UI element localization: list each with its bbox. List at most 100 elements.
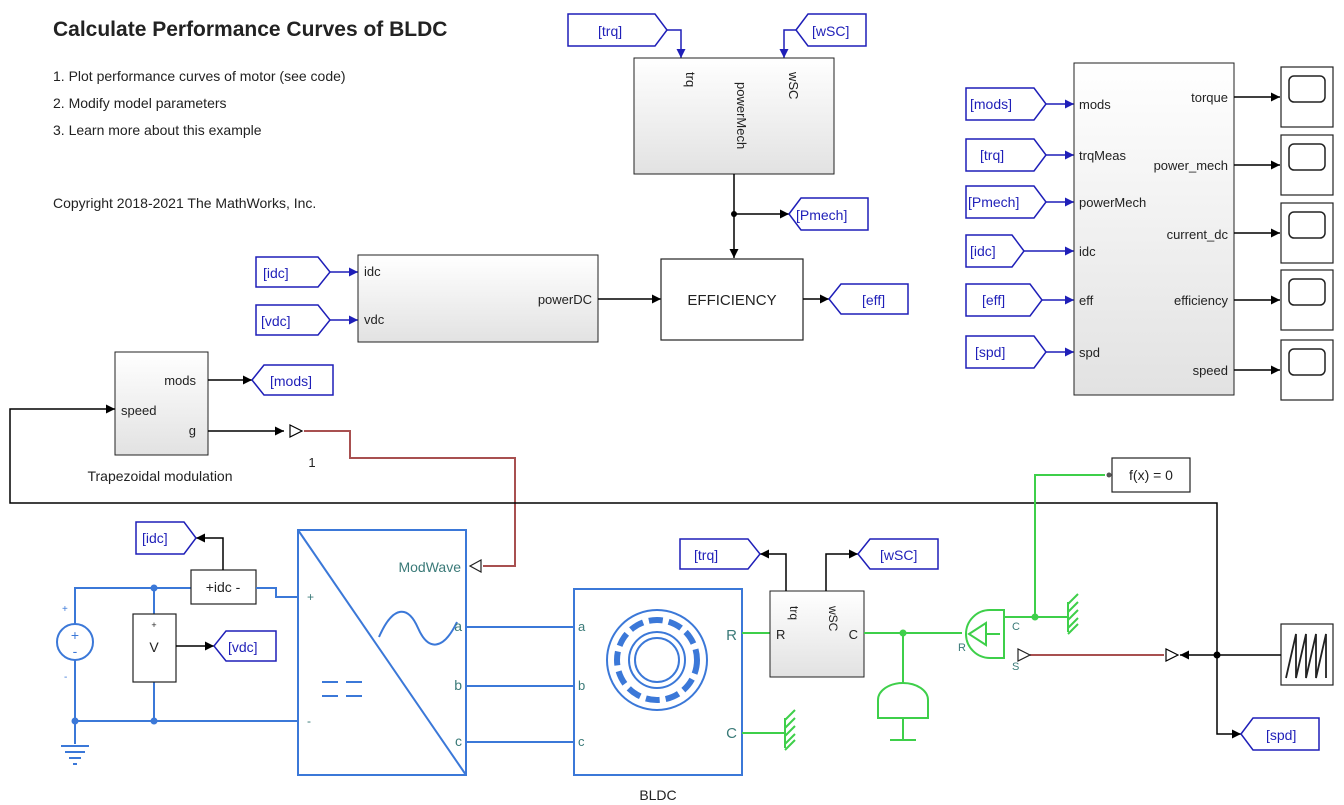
scope-bus-block[interactable]: mods trqMeas powerMech idc eff spd torqu… — [1073, 62, 1235, 396]
scope-efficiency[interactable] — [1234, 269, 1334, 331]
port-label: eff — [1079, 293, 1094, 308]
block-label: V — [149, 639, 159, 655]
voltage-sensor-block[interactable]: V + — [132, 613, 177, 683]
from-tag-trq-scope[interactable]: [trq] — [965, 138, 1047, 172]
tag-label: [Pmech] — [968, 194, 1019, 210]
from-tag-mods-scope[interactable]: [mods] — [965, 87, 1047, 121]
port-label: C — [726, 725, 737, 742]
from-tag-eff-scope[interactable]: [eff] — [965, 283, 1043, 317]
inverter-block[interactable]: ModWave + - a b c — [297, 529, 467, 776]
scope-torque[interactable] — [1234, 66, 1334, 128]
goto-tag-pmech[interactable]: [Pmech] — [788, 197, 869, 231]
power-calculation-block[interactable]: trq wSC powerMech — [633, 57, 835, 175]
port-label: + — [307, 590, 314, 604]
goto-tag-spd[interactable]: [spd] — [1240, 717, 1320, 751]
port-label: wSC — [786, 71, 801, 99]
port-label: current_dc — [1167, 227, 1229, 242]
tag-label: [mods] — [270, 373, 312, 389]
tag-label: [eff] — [862, 292, 885, 308]
inertia-block[interactable] — [877, 682, 929, 741]
goto-tag-wsc[interactable]: [wSC] — [857, 538, 939, 570]
tag-label: [trq] — [694, 547, 718, 563]
svg-text:+: + — [151, 620, 156, 630]
solver-configuration-block[interactable]: f(x) = 0 — [1111, 457, 1191, 493]
copyright-note: Copyright 2018-2021 The MathWorks, Inc. — [53, 195, 317, 211]
mechanical-line — [1004, 474, 1105, 618]
port-label: trq — [683, 72, 698, 87]
port-label: b — [454, 677, 462, 693]
from-tag-idc-power[interactable]: [idc] — [255, 256, 331, 288]
signal-line — [779, 29, 796, 58]
tag-label: [trq] — [980, 147, 1004, 163]
ideal-speed-source-block[interactable]: R C S — [958, 609, 1020, 673]
electrical-ground[interactable] — [61, 745, 89, 765]
scope-speed[interactable] — [1234, 339, 1334, 401]
from-tag-spd-scope[interactable]: [spd] — [965, 335, 1047, 369]
port-label: c — [578, 734, 585, 749]
tag-label: [idc] — [263, 265, 289, 281]
signal-line — [825, 549, 858, 591]
note-plot-curves[interactable]: 1. Plot performance curves of motor (see… — [53, 68, 346, 84]
port-label: C — [849, 627, 858, 642]
current-sensor-block[interactable]: +idc - — [190, 569, 257, 605]
tag-label: [Pmech] — [796, 207, 847, 223]
from-tag-pmech-scope[interactable]: [Pmech] — [965, 185, 1047, 219]
electrical-line — [74, 660, 298, 722]
scope-current-dc[interactable] — [1234, 202, 1334, 264]
efficiency-block[interactable]: EFFICIENCY — [660, 258, 804, 341]
scope-power-mech[interactable] — [1234, 134, 1334, 196]
trapezoidal-modulation-block[interactable]: speed mods g — [114, 351, 209, 456]
tag-label: [trq] — [598, 23, 622, 39]
port-label: trq — [787, 606, 801, 620]
goto-tag-eff[interactable]: [eff] — [828, 283, 909, 315]
port-label: R — [776, 627, 785, 642]
from-tag-vdc-power[interactable]: [vdc] — [255, 304, 331, 336]
bldc-motor-block[interactable]: a b c R C — [573, 588, 743, 776]
port-label: - — [307, 714, 311, 728]
ps-converter[interactable] — [289, 424, 304, 438]
signal-line — [1216, 655, 1241, 739]
signal-line — [667, 29, 686, 58]
from-tag-idc-scope[interactable]: [idc] — [965, 234, 1025, 268]
ps-converter[interactable] — [1165, 648, 1180, 662]
goto-tag-trq-top[interactable]: [trq] — [567, 13, 668, 47]
block-label: f(x) = 0 — [1129, 467, 1173, 483]
gain-label: 1 — [308, 455, 315, 470]
tag-label: [wSC] — [880, 547, 917, 563]
svg-text:-: - — [73, 643, 78, 659]
power-dc-block[interactable]: idc vdc powerDC — [357, 254, 599, 343]
tag-label: [wSC] — [812, 23, 849, 39]
dc-voltage-source[interactable]: + - + - — [56, 604, 94, 683]
port-label: mods — [164, 373, 196, 388]
port-label: spd — [1079, 345, 1100, 360]
port-label: a — [578, 619, 586, 634]
note-modify-params[interactable]: 2. Modify model parameters — [53, 95, 227, 111]
motor-sensor-block[interactable]: trq wSC R C — [769, 590, 865, 678]
speed-feedback-line — [9, 404, 1218, 652]
port-label: c — [455, 733, 462, 749]
port-label: C — [1012, 621, 1020, 633]
port-label: powerMech — [734, 82, 749, 149]
goto-tag-trq[interactable]: [trq] — [679, 538, 761, 570]
port-label: idc — [1079, 244, 1096, 259]
goto-tag-mods[interactable]: [mods] — [251, 364, 334, 396]
tag-label: [spd] — [1266, 727, 1296, 743]
port-label: R — [726, 627, 737, 644]
goto-tag-vdc[interactable]: [vdc] — [213, 630, 277, 662]
svg-text:+: + — [71, 627, 79, 643]
tag-label: [eff] — [982, 292, 1005, 308]
mechanical-reference-source[interactable] — [1067, 593, 1079, 635]
goto-tag-idc[interactable]: [idc] — [135, 521, 197, 555]
block-name: BLDC — [639, 787, 676, 803]
mechanical-reference-bldc[interactable] — [784, 709, 796, 751]
tag-label: [mods] — [970, 96, 1012, 112]
port-label: speed — [121, 403, 156, 418]
port-label: efficiency — [1174, 293, 1228, 308]
port-label: a — [454, 618, 462, 634]
port-label: powerDC — [538, 292, 592, 307]
goto-tag-wsc-top[interactable]: [wSC] — [795, 13, 867, 47]
tag-label: [vdc] — [261, 313, 291, 329]
physical-signal-line — [304, 430, 516, 567]
ramp-source-block[interactable] — [1280, 623, 1334, 686]
note-learn-more[interactable]: 3. Learn more about this example — [53, 122, 262, 138]
